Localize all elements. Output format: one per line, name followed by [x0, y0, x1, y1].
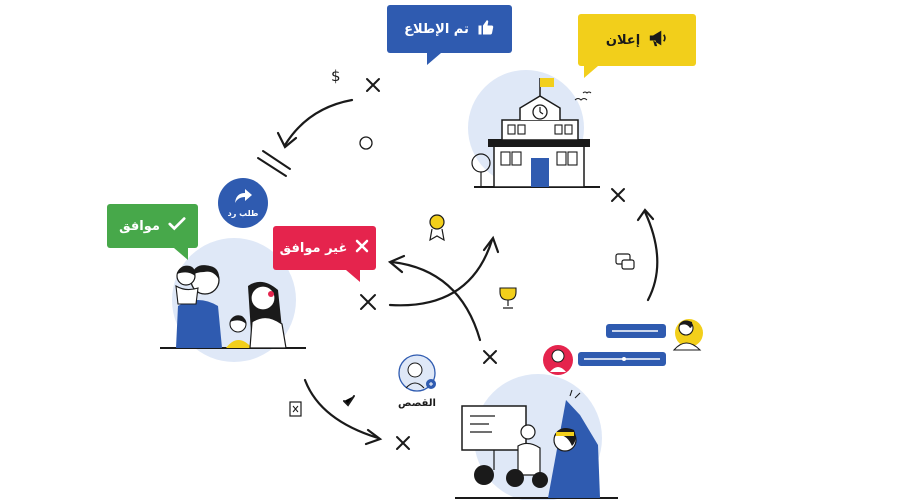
cross-icon	[355, 239, 369, 257]
seen-label: تم الإطلاع	[404, 21, 469, 37]
disagree-bubble: غير موافق	[273, 226, 376, 282]
announcement-label: إعلان	[605, 32, 641, 48]
share-arrow-icon	[233, 188, 253, 208]
dollar-icon: $	[331, 67, 341, 85]
announcement-bubble: إعلان	[578, 14, 696, 78]
chat-small-icon	[615, 253, 635, 270]
agree-label: موافق	[119, 218, 160, 234]
reply-request-badge: طلب رد	[218, 178, 268, 228]
disagree-label: غير موافق	[279, 240, 348, 256]
flow-arrows	[276, 98, 659, 446]
document-icon	[289, 401, 302, 417]
svg-text:$: $	[331, 67, 341, 85]
coin-icon	[359, 136, 373, 150]
classroom-illustration	[455, 374, 618, 500]
seen-bubble: تم الإطلاع	[387, 5, 512, 65]
family-illustration	[160, 238, 306, 362]
checkmark-icon	[168, 216, 186, 236]
school-illustration	[468, 70, 600, 188]
decorative-marks	[257, 78, 625, 450]
reply-request-label: طلب رد	[227, 209, 259, 218]
agree-bubble: موافق	[107, 204, 198, 260]
stories-label: القصص	[398, 398, 436, 409]
stories-avatar	[398, 354, 436, 392]
award-icon	[429, 214, 445, 242]
megaphone-icon	[648, 29, 668, 51]
chat-illustration	[543, 319, 703, 375]
trophy-icon	[499, 287, 517, 309]
thumbs-up-icon	[477, 18, 495, 40]
siren-icon	[406, 85, 434, 114]
